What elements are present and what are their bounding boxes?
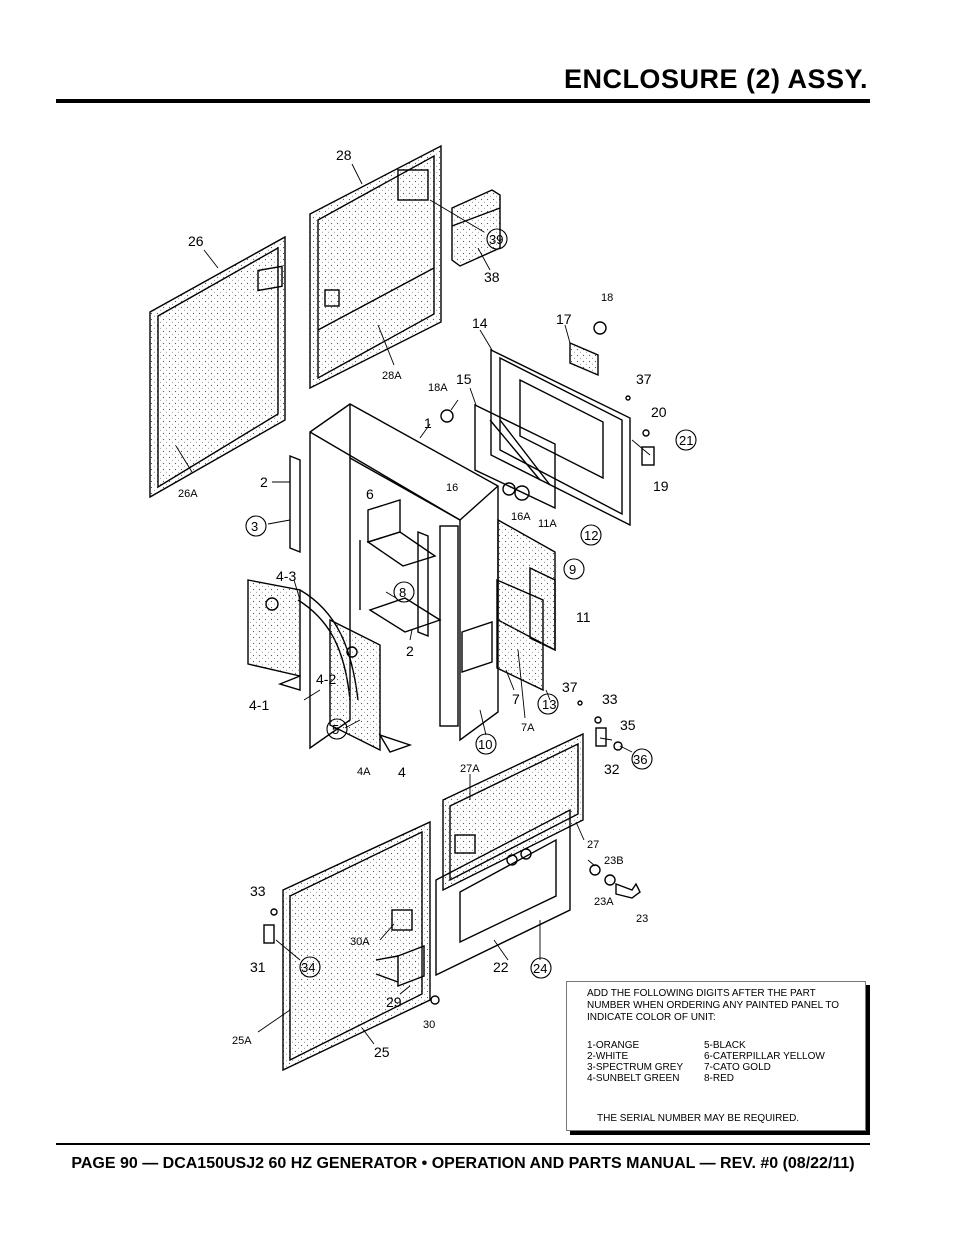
color-note-intro: ADD THE FOLLOWING DIGITS AFTER THE PART … bbox=[587, 988, 840, 1023]
callout-37-mid: 37 bbox=[562, 679, 578, 695]
color-code: 6-CATERPILLAR YELLOW bbox=[704, 1051, 825, 1062]
callout-31: 31 bbox=[250, 959, 266, 975]
color-code: 1-ORANGE bbox=[587, 1040, 640, 1051]
page-title: ENCLOSURE (2) ASSY. bbox=[563, 64, 868, 94]
callout-7a: 7A bbox=[521, 722, 535, 734]
color-codes-right: 5-BLACK 6-CATERPILLAR YELLOW 7-CATO GOLD… bbox=[704, 1040, 825, 1084]
callout-4-3: 4-3 bbox=[276, 568, 296, 584]
callout-11: 11 bbox=[576, 609, 591, 625]
callout-4-2: 4-2 bbox=[316, 671, 336, 687]
callout-9: 9 bbox=[569, 562, 576, 577]
callout-7: 7 bbox=[512, 691, 520, 707]
callout-16: 16 bbox=[446, 482, 458, 494]
color-code: 3-SPECTRUM GREY bbox=[587, 1062, 684, 1073]
callout-14: 14 bbox=[472, 315, 488, 331]
callout-27: 27 bbox=[587, 839, 599, 851]
callout-19: 19 bbox=[653, 478, 669, 494]
callout-4a: 4A bbox=[357, 766, 371, 778]
callout-22: 22 bbox=[493, 959, 509, 975]
callout-23a: 23A bbox=[594, 896, 614, 908]
callout-4: 4 bbox=[398, 764, 406, 780]
control-box-38 bbox=[451, 189, 501, 267]
callout-25a: 25A bbox=[232, 1035, 252, 1047]
header-rule bbox=[56, 99, 870, 103]
callout-8: 8 bbox=[399, 585, 406, 600]
callout-18a: 18A bbox=[428, 382, 448, 394]
door-26 bbox=[149, 235, 286, 499]
callout-30: 30 bbox=[423, 1019, 435, 1031]
color-code-note: ADD THE FOLLOWING DIGITS AFTER THE PART … bbox=[566, 981, 866, 1131]
footer-rule bbox=[56, 1143, 870, 1145]
callout-10: 10 bbox=[478, 737, 492, 752]
color-code: 5-BLACK bbox=[704, 1040, 746, 1051]
panel-4 bbox=[247, 579, 413, 753]
callout-27a: 27A bbox=[460, 763, 480, 775]
callout-circles bbox=[245, 228, 697, 979]
callout-37-top: 37 bbox=[636, 371, 652, 387]
color-code: 2-WHITE bbox=[587, 1051, 629, 1062]
color-code: 8-RED bbox=[704, 1073, 735, 1084]
callout-6: 6 bbox=[366, 486, 374, 502]
callout-16a: 16A bbox=[511, 511, 531, 523]
glass-panel-15 bbox=[440, 403, 556, 510]
door-27 bbox=[442, 732, 584, 892]
callout-15: 15 bbox=[456, 371, 472, 387]
callout-33-left: 33 bbox=[250, 883, 266, 899]
callout-32: 32 bbox=[604, 761, 620, 777]
callout-29: 29 bbox=[386, 994, 402, 1010]
callout-33-right: 33 bbox=[602, 691, 618, 707]
callout-34: 34 bbox=[301, 960, 315, 975]
callout-24: 24 bbox=[533, 961, 547, 976]
frame-22 bbox=[435, 808, 571, 977]
callout-20: 20 bbox=[651, 404, 667, 420]
panel-14 bbox=[490, 321, 631, 527]
callout-35: 35 bbox=[620, 717, 636, 733]
callout-25: 25 bbox=[374, 1044, 390, 1060]
callout-17: 17 bbox=[556, 311, 572, 327]
callout-4-1: 4-1 bbox=[249, 697, 269, 713]
callout-26a: 26A bbox=[178, 488, 198, 500]
callout-26: 26 bbox=[188, 233, 204, 249]
main-frame-1 bbox=[309, 403, 499, 750]
part-6 bbox=[367, 499, 401, 543]
door-28 bbox=[309, 144, 442, 390]
color-code: 4-SUNBELT GREEN bbox=[587, 1073, 680, 1084]
callout-12: 12 bbox=[584, 528, 598, 543]
color-codes-left: 1-ORANGE 2-WHITE 3-SPECTRUM GREY 4-SUNBE… bbox=[587, 1040, 683, 1084]
callout-labels: 28 26 39 38 18 17 14 18A 15 37 20 21 19 … bbox=[178, 147, 693, 1060]
callout-13: 13 bbox=[542, 697, 556, 712]
callout-21: 21 bbox=[679, 433, 693, 448]
callout-11a: 11A bbox=[538, 518, 557, 530]
callout-23b: 23B bbox=[604, 855, 624, 867]
serial-number-note: THE SERIAL NUMBER MAY BE REQUIRED. bbox=[597, 1113, 800, 1124]
callout-36: 36 bbox=[633, 752, 647, 767]
callout-5: 5 bbox=[332, 722, 339, 737]
callout-39: 39 bbox=[489, 232, 503, 247]
callout-2-right: 2 bbox=[406, 643, 414, 659]
callout-18: 18 bbox=[601, 292, 613, 304]
callout-28a: 28A bbox=[382, 370, 402, 382]
door-25 bbox=[282, 820, 431, 1072]
bracket-2 bbox=[289, 454, 301, 554]
callout-30a: 30A bbox=[350, 936, 370, 948]
callout-2-left: 2 bbox=[260, 474, 268, 490]
callout-28: 28 bbox=[336, 147, 352, 163]
callout-38: 38 bbox=[484, 269, 500, 285]
callout-3: 3 bbox=[251, 519, 258, 534]
color-code: 7-CATO GOLD bbox=[704, 1062, 771, 1073]
callout-23: 23 bbox=[636, 913, 648, 925]
callout-1: 1 bbox=[424, 415, 432, 431]
page-footer: PAGE 90 — DCA150USJ2 60 HZ GENERATOR • O… bbox=[71, 1155, 855, 1172]
